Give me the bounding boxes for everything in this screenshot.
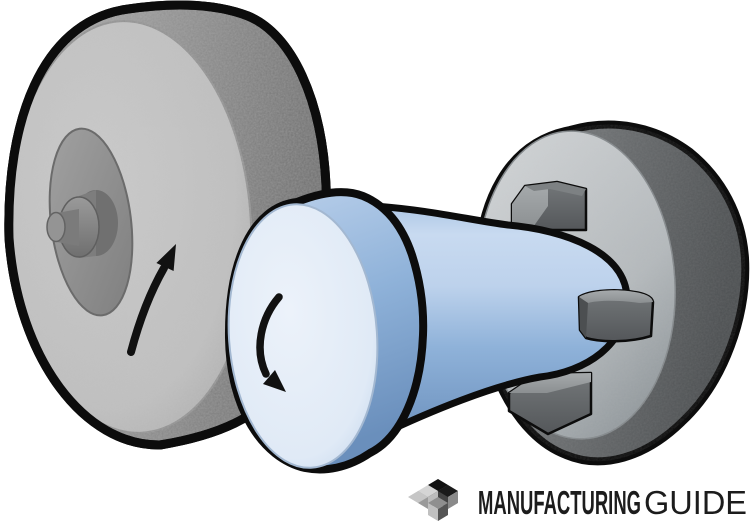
workpiece: [220, 192, 627, 473]
logo-text-bold: MANUFACTURING: [478, 484, 641, 521]
workpiece-rotation-arrow-icon: [256, 293, 286, 392]
wheel-rotation-arrow-icon: [127, 244, 176, 356]
logo-text-light: GUIDE: [644, 484, 747, 521]
logo-mark-icon: [408, 479, 458, 521]
chuck-jaw-top: [510, 180, 588, 232]
workpiece-front-face: [227, 203, 379, 469]
chuck-jaw-middle: [577, 289, 655, 343]
wheel-hub: [46, 127, 134, 317]
logo: MANUFACTURING GUIDE: [408, 479, 747, 521]
spindle-stub-face: [46, 211, 66, 243]
